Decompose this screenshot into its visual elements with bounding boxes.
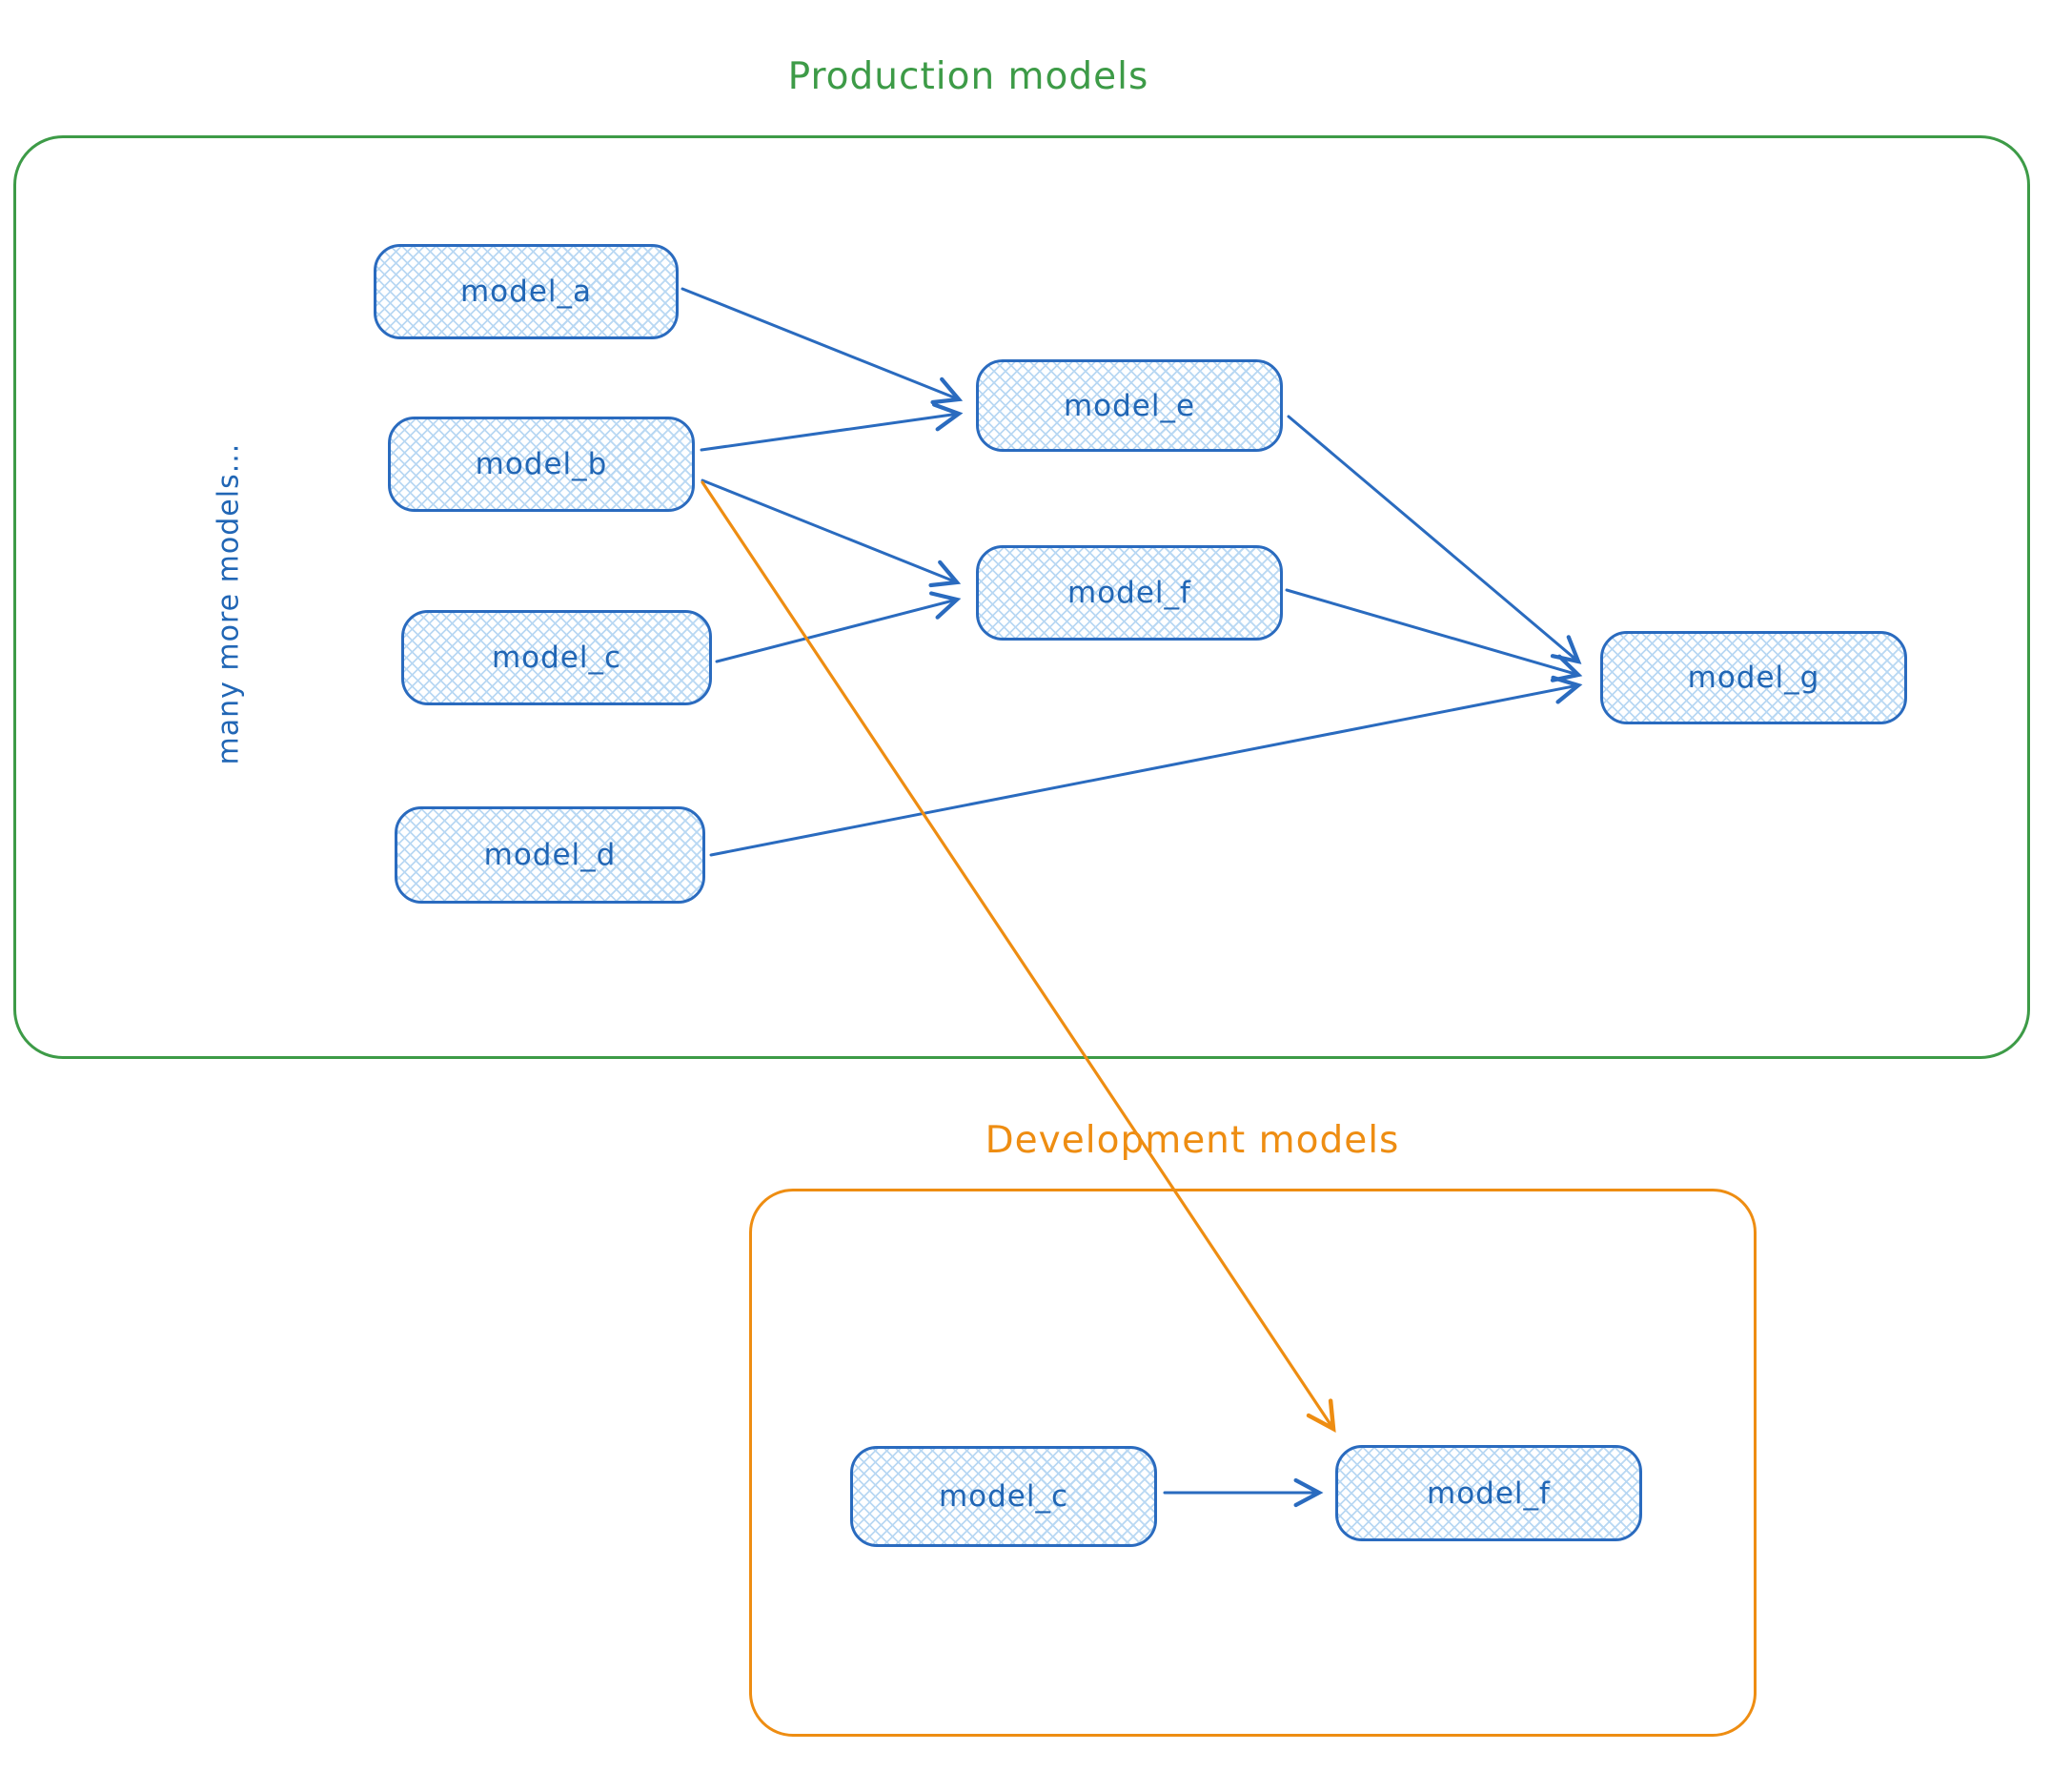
node-dev-model-c-label: model_c	[938, 1479, 1069, 1514]
node-model-f-label: model_f	[1067, 576, 1191, 610]
node-model-c: model_c	[401, 610, 712, 705]
node-model-a: model_a	[374, 244, 679, 339]
node-model-e-label: model_e	[1063, 388, 1196, 423]
node-model-c-label: model_c	[491, 641, 622, 675]
node-model-g-label: model_g	[1687, 661, 1820, 695]
node-model-f: model_f	[976, 545, 1283, 641]
node-dev-model-c: model_c	[850, 1446, 1157, 1547]
production-title: Production models	[787, 55, 1149, 98]
node-dev-model-f-label: model_f	[1427, 1476, 1551, 1511]
node-model-a-label: model_a	[459, 275, 593, 309]
node-dev-model-f: model_f	[1335, 1445, 1642, 1541]
node-model-d-label: model_d	[483, 838, 617, 872]
node-model-d: model_d	[395, 806, 705, 904]
node-model-b-label: model_b	[475, 447, 608, 481]
development-title: Development models	[985, 1119, 1400, 1162]
node-model-e: model_e	[976, 359, 1283, 452]
node-model-b: model_b	[388, 417, 695, 512]
node-model-g: model_g	[1600, 631, 1907, 724]
many-more-models-note: many more models...	[212, 442, 246, 765]
